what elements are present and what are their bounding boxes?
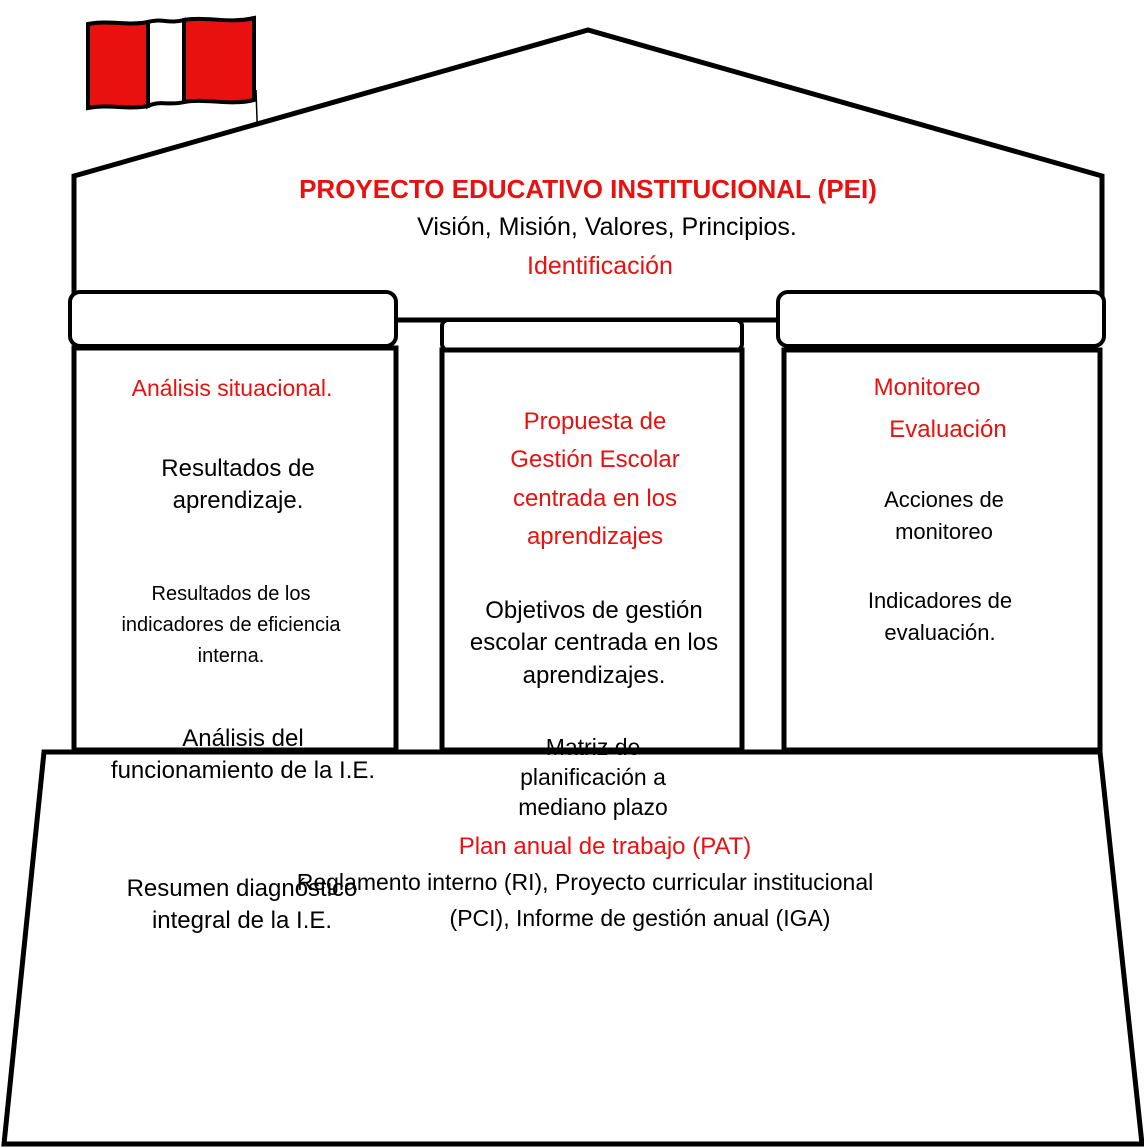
left-item: Resultados de los indicadores de eficien… (121, 583, 341, 667)
left-item: Análisis del funcionamiento de la I.E. (110, 725, 376, 785)
left-column (71, 345, 399, 753)
right-heading-monitoreo: Monitoreo (873, 374, 981, 401)
pat-title: Plan anual de trabajo (PAT) (458, 833, 752, 860)
pei-title: PROYECTO EDUCATIVO INSTITUCIONAL (PEI) (299, 174, 877, 204)
right-item: Indicadores de evaluación. (867, 588, 1013, 645)
left-item: Resumen diagnóstico integral de la I.E. (126, 875, 358, 935)
center-column (439, 347, 745, 753)
left-capital (68, 290, 398, 348)
center-capital (440, 318, 744, 352)
right-column (781, 347, 1103, 753)
center-item: Matriz de planificación a mediano plazo (518, 734, 668, 820)
left-item: Resultados de aprendizaje. (161, 455, 315, 515)
center-item: Objetivos de gestión escolar centrada en… (469, 597, 719, 689)
pei-subtitle: Visión, Misión, Valores, Principios. (417, 213, 797, 241)
right-item: Acciones de monitoreo (884, 487, 1004, 544)
peru-flag-icon (86, 15, 256, 111)
right-heading-evaluacion: Evaluación (889, 416, 1007, 443)
left-heading: Análisis situacional. (131, 375, 333, 401)
right-capital (776, 290, 1106, 348)
base-line-2: (PCI), Informe de gestión anual (IGA) (449, 905, 831, 931)
base-platform (1, 749, 1144, 1147)
base-line-1: Reglamento interno (RI), Proyecto curric… (296, 869, 874, 895)
pei-identification: Identificación (527, 252, 673, 280)
center-heading: Propuesta de Gestión Escolar centrada en… (510, 408, 680, 551)
